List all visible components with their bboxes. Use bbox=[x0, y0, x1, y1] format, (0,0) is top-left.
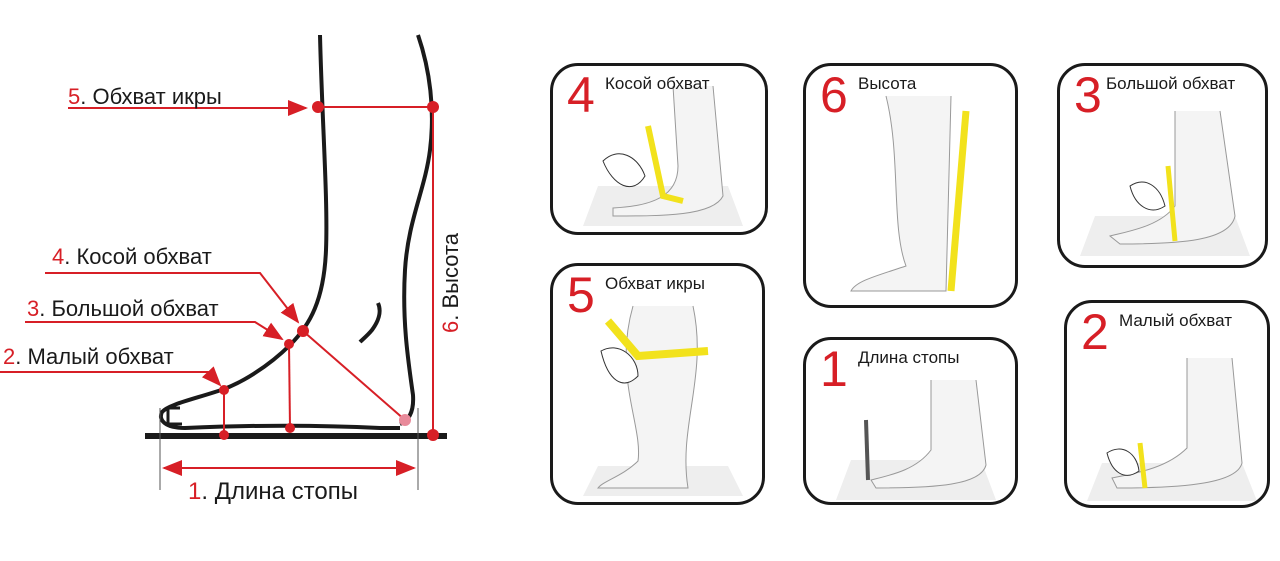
panel-number: 5 bbox=[567, 267, 595, 323]
label-num: 4 bbox=[52, 244, 65, 269]
small-girth-leader-line bbox=[0, 366, 222, 387]
label-height: 6. Высота bbox=[438, 232, 463, 333]
leg-illustration bbox=[583, 85, 743, 226]
panel-title: Обхват икры bbox=[605, 274, 705, 293]
ankle-bone-mark bbox=[358, 302, 382, 344]
measure-points bbox=[219, 101, 439, 441]
label-text: . Малый обхват bbox=[15, 344, 174, 369]
label-big-girth: 3. Большой обхват bbox=[27, 298, 219, 320]
panel-number: 1 bbox=[820, 341, 848, 397]
big-girth-measure-line bbox=[288, 343, 291, 429]
label-num: 5 bbox=[68, 84, 81, 109]
panel-number: 2 bbox=[1081, 304, 1109, 360]
label-text: . Косой обхват bbox=[64, 244, 212, 269]
label-num: 2 bbox=[3, 344, 16, 369]
leg-illustration bbox=[836, 379, 996, 500]
label-num: 3 bbox=[27, 296, 40, 321]
panel-title: Косой обхват bbox=[605, 74, 710, 93]
label-text: . Обхват икры bbox=[80, 84, 222, 109]
toe-nail bbox=[166, 406, 182, 426]
leg-illustration bbox=[1080, 110, 1250, 256]
leg-illustration bbox=[1087, 357, 1257, 501]
panel-number: 6 bbox=[820, 67, 848, 123]
panel-title: Длина стопы bbox=[858, 348, 960, 367]
label-foot-length: 1. Длина стопы bbox=[188, 480, 358, 504]
panel-title: Большой обхват bbox=[1106, 74, 1236, 93]
panel-big-girth: 3 Большой обхват bbox=[1057, 63, 1268, 268]
panel-title: Высота bbox=[858, 74, 917, 93]
leg-illustration bbox=[850, 95, 970, 292]
label-text: . Длина стопы bbox=[201, 478, 358, 505]
label-num: 6 bbox=[438, 320, 463, 333]
panel-number: 4 bbox=[567, 67, 595, 123]
label-num: 1 bbox=[188, 478, 202, 505]
panel-calf-girth: 5 Обхват икры bbox=[550, 263, 765, 505]
panel-number: 3 bbox=[1074, 67, 1102, 123]
oblique-leader-line bbox=[45, 272, 300, 324]
label-small-girth: 2. Малый обхват bbox=[3, 346, 174, 368]
label-calf-girth: 5. Обхват икры bbox=[68, 86, 222, 108]
panel-foot-length: 1 Длина стопы bbox=[803, 337, 1018, 505]
panel-title: Малый обхват bbox=[1119, 311, 1232, 330]
label-text: . Высота bbox=[438, 232, 463, 321]
panel-oblique-girth: 4 Косой обхват bbox=[550, 63, 768, 235]
label-oblique-girth: 4. Косой обхват bbox=[52, 246, 212, 268]
leg-illustration bbox=[583, 305, 743, 496]
big-girth-leader-line bbox=[25, 321, 284, 341]
leg-front-outline bbox=[399, 34, 434, 426]
oblique-measure-line bbox=[302, 330, 406, 421]
label-text: . Большой обхват bbox=[39, 296, 219, 321]
panel-small-girth: 2 Малый обхват bbox=[1064, 300, 1270, 508]
panel-height: 6 Высота bbox=[803, 63, 1018, 308]
